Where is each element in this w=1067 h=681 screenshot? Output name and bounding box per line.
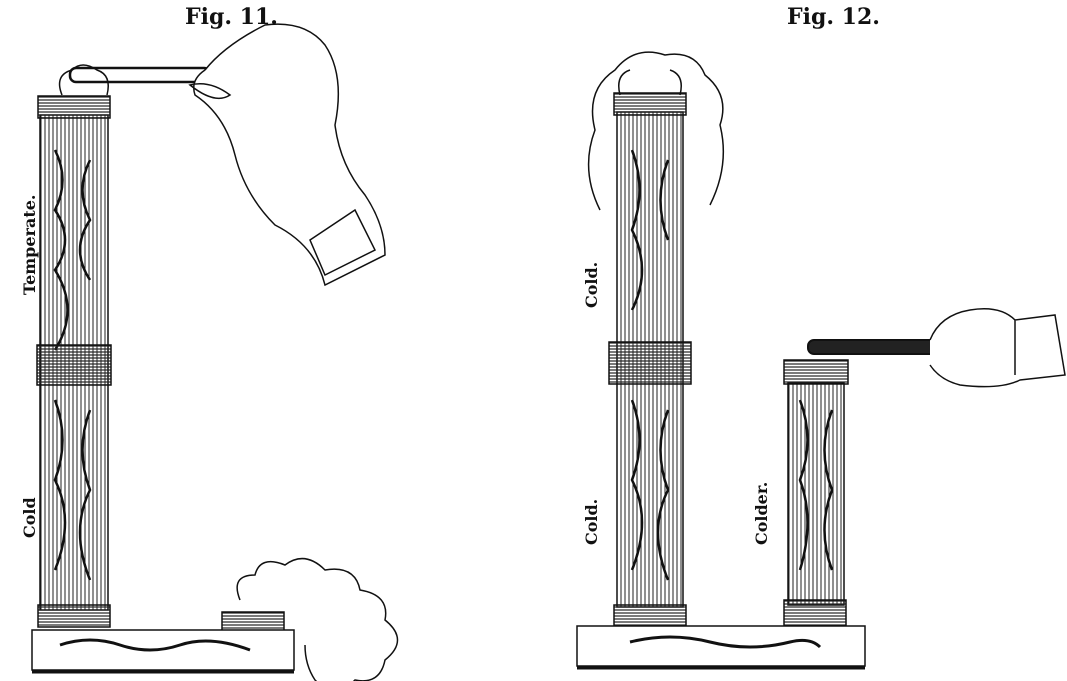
- fig11-rod: [68, 66, 212, 84]
- fig12-base-flames: [629, 635, 822, 649]
- fig11-base-flames: [59, 638, 251, 652]
- fig12-title: Fig. 12.: [787, 4, 880, 30]
- fig11-title: Fig. 11.: [185, 4, 278, 30]
- fig11-label-temperate: Temperate.: [20, 194, 39, 295]
- fig11-top-cap: [37, 95, 111, 119]
- fig11-flame-pattern: [53, 149, 92, 581]
- fig11-hand: [188, 23, 386, 287]
- fig12-top-smoke: [587, 51, 725, 211]
- fig12-label-cold-upper: Cold.: [582, 261, 601, 308]
- fig12-short-column: [787, 382, 845, 606]
- fig11-label-cold: Cold: [20, 497, 39, 538]
- fig12-apparatus: [576, 51, 1066, 670]
- fig12-label-cold-lower: Cold.: [582, 498, 601, 545]
- fig12-short-flames: [798, 399, 834, 571]
- fig11-small-cap: [221, 611, 285, 633]
- fig11-rod-smoke: [58, 64, 109, 96]
- fig11-apparatus: [31, 23, 399, 681]
- fig12-bottom-cap: [613, 604, 687, 628]
- fig12-middle-band: [608, 341, 692, 385]
- fig11-smoke: [236, 557, 399, 681]
- fig12-tall-flames: [630, 149, 670, 581]
- fig12-label-colder: Colder.: [752, 481, 771, 545]
- fig11-middle-band: [36, 344, 112, 386]
- fig12-hand: [929, 308, 1066, 388]
- fig11-bottom-cap: [37, 604, 111, 628]
- fig12-base: [576, 625, 866, 667]
- fig12-short-cap: [783, 359, 849, 385]
- fig12-short-bottom: [783, 599, 847, 627]
- fig12-rod: [807, 339, 937, 355]
- fig12-top-cap: [613, 92, 687, 116]
